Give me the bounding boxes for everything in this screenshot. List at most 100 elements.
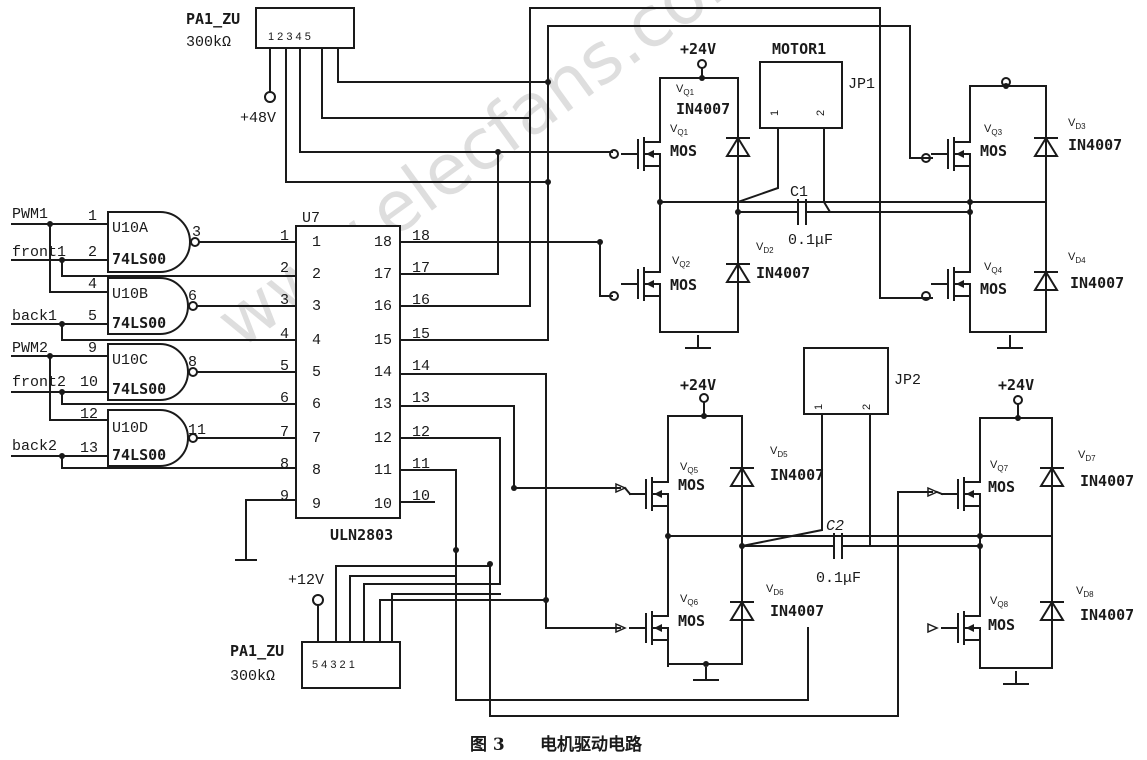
svg-text:10: 10 [80,374,98,391]
gate-output-wires [196,241,297,561]
svg-text:18: 18 [374,234,392,251]
svg-text:MOS: MOS [980,142,1007,160]
svg-text:1: 1 [312,234,321,251]
svg-text:C1: C1 [790,184,808,201]
bottom-pack-wires [335,491,933,717]
svg-text:4: 4 [312,332,321,349]
input-front2: front2 [12,374,66,391]
uln-right-pins: 18 17 16 15 14 13 12 11 10 18 17 16 15 1… [374,228,430,513]
svg-text:16: 16 [412,292,430,309]
resistor-pack-bottom: +12V 5 4 3 2 1 PA1_ZU 300kΩ [230,572,401,689]
svg-text:74LS00: 74LS00 [112,446,166,464]
capacitor-c1: C1 0.1μF [737,184,833,249]
svg-text:14: 14 [374,364,392,381]
svg-text:15: 15 [374,332,392,349]
svg-text:VD8: VD8 [1076,585,1094,599]
input-pwm1: PWM1 [12,206,48,223]
jp2-connector: JP2 1 2 [740,347,981,548]
svg-text:11: 11 [374,462,392,479]
svg-text:U10D: U10D [112,420,148,437]
svg-text:IN4007: IN4007 [770,466,824,484]
svg-text:2: 2 [88,244,97,261]
svg-text:5: 5 [312,364,321,381]
svg-text:MOTOR1: MOTOR1 [772,40,826,58]
uln-output-wires [363,25,933,701]
svg-text:MOS: MOS [678,476,705,494]
svg-text:0.1μF: 0.1μF [788,232,833,249]
svg-text:电机驱动电路: 电机驱动电路 [540,734,643,755]
svg-text:2: 2 [861,404,873,410]
svg-text:10: 10 [374,496,392,513]
svg-text:17: 17 [412,260,430,277]
svg-text:3: 3 [192,224,201,241]
svg-text:74LS00: 74LS00 [112,250,166,268]
svg-text:2: 2 [815,110,827,116]
svg-text:IN4007: IN4007 [1068,136,1122,154]
uln-left-pins: 1 2 3 4 5 6 7 8 9 1 2 3 4 5 6 7 8 9 [280,228,321,513]
svg-text:5 4 3 2 1: 5 4 3 2 1 [312,659,355,671]
svg-text:MOS: MOS [988,478,1015,496]
svg-text:12: 12 [412,424,430,441]
svg-text:+12V: +12V [288,572,324,589]
svg-text:U10A: U10A [112,220,148,237]
svg-text:U10B: U10B [112,286,148,303]
svg-text:VQ7: VQ7 [990,459,1009,473]
motor1-connector: MOTOR1 JP1 1 2 [736,40,971,213]
svg-text:9: 9 [280,488,289,505]
input-back2: back2 [12,438,57,455]
svg-text:IN4007: IN4007 [676,100,730,118]
svg-text:VD3: VD3 [1068,117,1086,131]
svg-text:11: 11 [412,456,430,473]
hbridge-1-junctions [657,75,1009,215]
svg-text:IN4007: IN4007 [1070,274,1124,292]
svg-text:VD7: VD7 [1078,449,1096,463]
svg-text:VQ3: VQ3 [984,123,1003,137]
svg-text:MOS: MOS [980,280,1007,298]
svg-text:VQ1: VQ1 [676,83,695,97]
svg-text:3: 3 [312,298,321,315]
svg-text:VD5: VD5 [770,445,788,459]
svg-text:VD4: VD4 [1068,251,1086,265]
svg-text:MOS: MOS [678,612,705,630]
capacitor-c2: C2 0.1μF [741,518,871,587]
svg-text:U10C: U10C [112,352,148,369]
svg-text:VQ4: VQ4 [984,261,1003,275]
svg-text:MOS: MOS [988,616,1015,634]
svg-text:8: 8 [280,456,289,473]
svg-text:13: 13 [374,396,392,413]
svg-text:18: 18 [412,228,430,245]
svg-text:VQ6: VQ6 [680,593,699,607]
svg-text:17: 17 [374,266,392,283]
svg-text:300kΩ: 300kΩ [186,34,231,51]
svg-text:IN4007: IN4007 [770,602,824,620]
hbridge-2-junctions [665,413,1021,667]
svg-text:图 3: 图 3 [470,735,505,755]
svg-text:2: 2 [312,266,321,283]
svg-text:ULN2803: ULN2803 [330,526,393,544]
svg-text:1: 1 [88,208,97,225]
svg-text:13: 13 [80,440,98,457]
uln2803-chip: U7 ULN2803 [295,210,401,544]
svg-text:JP1: JP1 [848,76,875,93]
gate-pin-numbers: 1 2 4 5 9 10 12 13 3 6 8 11 [80,208,206,457]
wire-junctions [453,79,603,603]
svg-text:+24V: +24V [998,376,1034,394]
svg-text:0.1μF: 0.1μF [816,570,861,587]
svg-text:6: 6 [312,396,321,413]
svg-text:8: 8 [312,462,321,479]
svg-text:5: 5 [280,358,289,375]
hbridge-2: +24V +24V [667,376,1053,685]
hbridge-2-labels: VQ5 MOS VD5 IN4007 VQ6 MOS VD6 IN4007 VQ… [678,445,1134,634]
input-back1: back1 [12,308,57,325]
svg-text:IN4007: IN4007 [1080,606,1134,624]
input-junctions [47,221,65,459]
svg-text:VQ8: VQ8 [990,595,1009,609]
svg-text:8: 8 [188,354,197,371]
svg-text:7: 7 [280,424,289,441]
hbridge-1-labels: VQ1 IN4007 VQ1 MOS VQ2 MOS VD2 IN4007 VQ… [670,83,1124,298]
svg-text:9: 9 [88,340,97,357]
svg-text:VQ5: VQ5 [680,461,699,475]
svg-text:15: 15 [412,326,430,343]
svg-text:12: 12 [80,406,98,423]
